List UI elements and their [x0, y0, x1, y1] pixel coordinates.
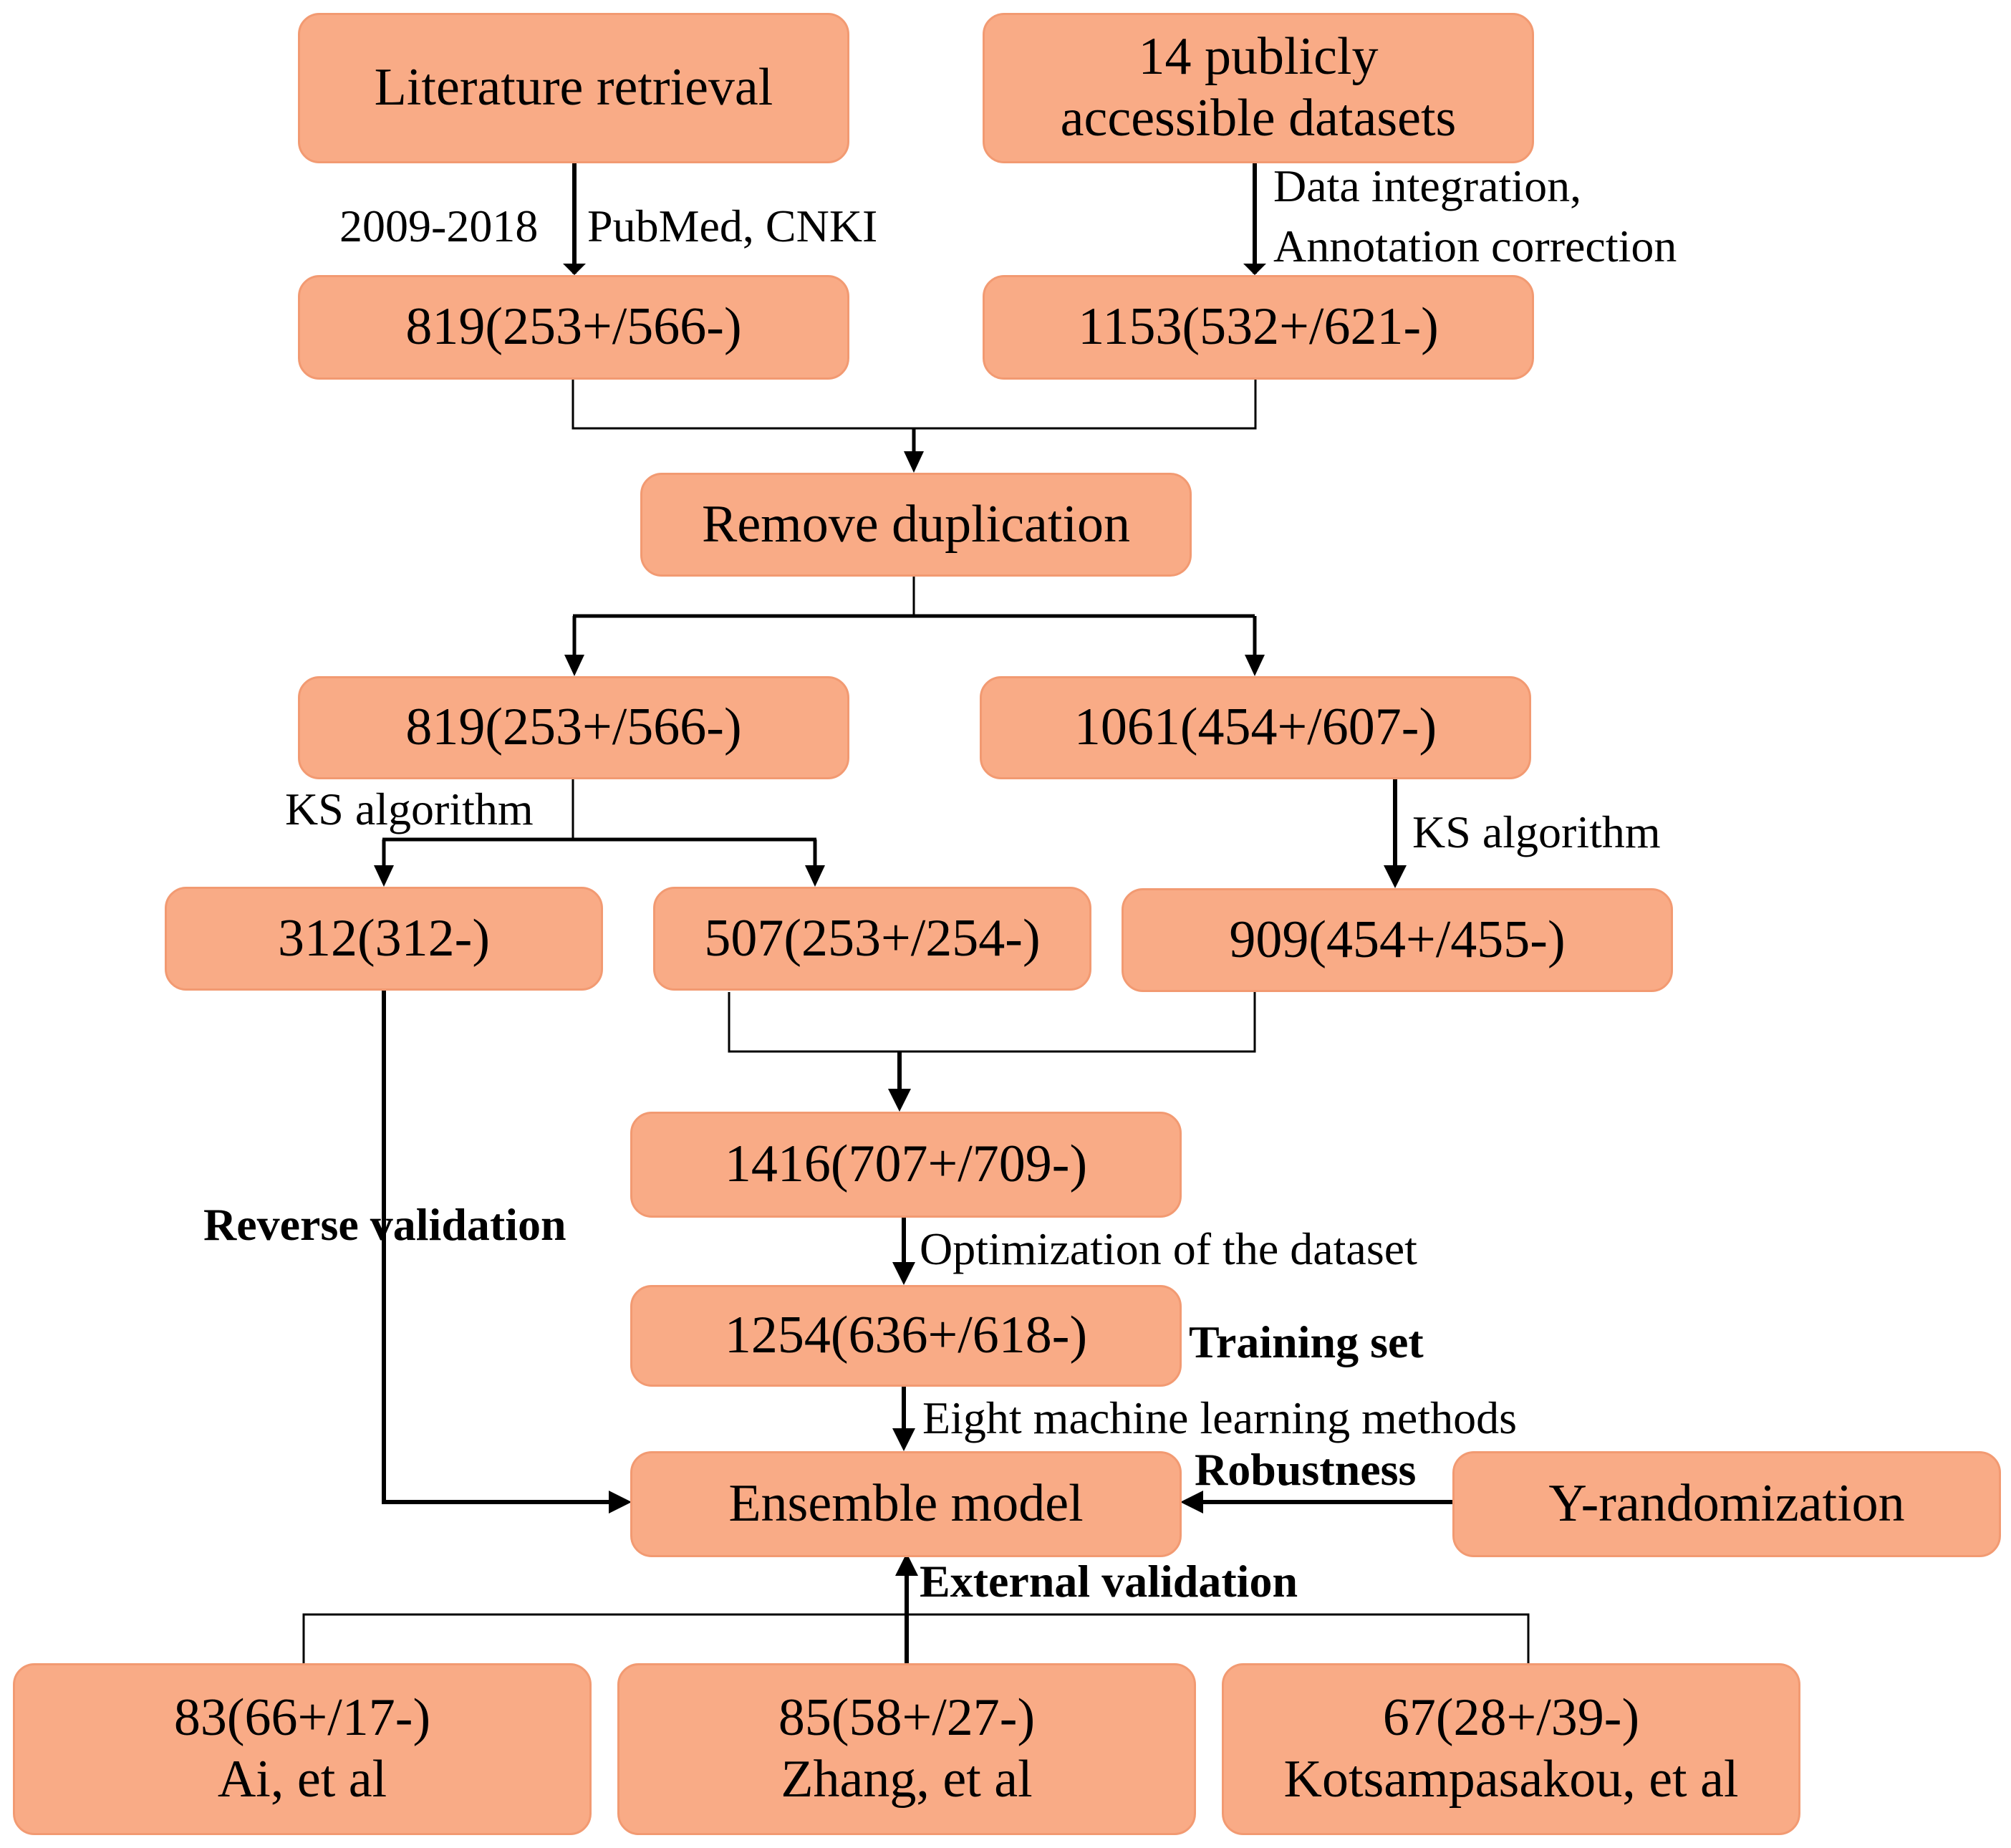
literature-count2-box: 819(253+/566-)	[298, 676, 849, 779]
datasets-count-label: 1153(532+/621-)	[1078, 297, 1439, 357]
merge-line-middle	[728, 992, 1256, 1053]
arrowhead	[374, 865, 394, 887]
ml-methods-label: Eight machine learning methods	[922, 1392, 1517, 1443]
arrowhead	[892, 1262, 915, 1285]
arrowhead	[1245, 655, 1265, 676]
literature-count-label: 819(253+/566-)	[405, 297, 742, 357]
literature-retrieval-label: Literature retrieval	[374, 58, 773, 117]
optimization-label: Optimization of the dataset	[920, 1223, 1417, 1274]
ensemble-model-box: Ensemble model	[630, 1451, 1182, 1557]
robustness-label: Robustness	[1195, 1444, 1417, 1495]
literature-retrieval-box: Literature retrieval	[298, 13, 849, 163]
integration-label-line2: Annotation correction	[1273, 221, 1677, 271]
ks-algorithm-left-label: KS algorithm	[285, 784, 534, 834]
datasets-count2-label: 1061(454+/607-)	[1074, 698, 1437, 757]
remove-duplication-box: Remove duplication	[640, 473, 1192, 577]
arrowhead	[888, 1089, 911, 1112]
merged-count-label: 1416(707+/709-)	[724, 1135, 1088, 1194]
external-set-ai-count: 83(66+/17-)	[173, 1688, 431, 1748]
external-set-zhang-count: 85(58+/27-)	[778, 1688, 1036, 1748]
remove-duplication-label: Remove duplication	[701, 494, 1131, 554]
arrowhead	[564, 655, 584, 676]
arrowhead	[609, 1491, 632, 1513]
external-bracket	[302, 1613, 1530, 1663]
merge-line-top	[572, 380, 1257, 430]
negative-only-label: 312(312-)	[278, 908, 490, 968]
arrowhead	[1243, 264, 1266, 275]
datasets-split-box: 909(454+/455-)	[1122, 888, 1673, 992]
public-datasets-box: 14 publicly accessible datasets	[983, 13, 1534, 163]
public-datasets-label-line2: accessible datasets	[1060, 89, 1457, 148]
y-randomization-box: Y-randomization	[1452, 1451, 2001, 1557]
external-set-zhang-name: Zhang, et al	[781, 1750, 1033, 1809]
merged-count-box: 1416(707+/709-)	[630, 1112, 1182, 1218]
negative-only-box: 312(312-)	[165, 887, 603, 991]
ensemble-model-label: Ensemble model	[728, 1474, 1084, 1534]
literature-split-box: 507(253+/254-)	[653, 887, 1091, 991]
literature-split-label: 507(253+/254-)	[704, 908, 1041, 968]
external-validation-label: External validation	[920, 1556, 1298, 1607]
datasets-count-box: 1153(532+/621-)	[983, 275, 1534, 380]
arrowhead	[1384, 865, 1407, 888]
arrowhead	[892, 1428, 915, 1451]
public-datasets-label-line1: 14 publicly	[1138, 27, 1379, 87]
arrowhead	[895, 1553, 918, 1576]
reverse-validation-line	[382, 991, 609, 1504]
arrowhead	[1180, 1491, 1203, 1513]
external-set-zhang-box: 85(58+/27-) Zhang, et al	[617, 1663, 1196, 1835]
integration-label-line1: Data integration,	[1273, 160, 1582, 211]
arrowhead	[563, 264, 586, 275]
years-label: 2009-2018	[339, 201, 539, 251]
literature-count-box: 819(253+/566-)	[298, 275, 849, 380]
databases-label: PubMed, CNKI	[587, 201, 878, 251]
training-set-label: Training set	[1189, 1317, 1424, 1367]
reverse-validation-label: Reverse validation	[203, 1199, 566, 1250]
datasets-split-label: 909(454+/455-)	[1229, 910, 1566, 969]
training-count-label: 1254(636+/618-)	[724, 1306, 1088, 1365]
external-set-kotsampasakou-name: Kotsampasakou, et al	[1283, 1750, 1739, 1809]
external-set-ai-name: Ai, et al	[217, 1750, 387, 1809]
external-set-kotsampasakou-count: 67(28+/39-)	[1382, 1688, 1640, 1748]
literature-count2-label: 819(253+/566-)	[405, 698, 742, 757]
arrowhead	[805, 865, 825, 887]
training-count-box: 1254(636+/618-)	[630, 1285, 1182, 1387]
y-randomization-label: Y-randomization	[1548, 1474, 1905, 1534]
ks-algorithm-right-label: KS algorithm	[1412, 807, 1661, 857]
external-set-ai-box: 83(66+/17-) Ai, et al	[13, 1663, 592, 1835]
external-set-kotsampasakou-box: 67(28+/39-) Kotsampasakou, et al	[1222, 1663, 1800, 1835]
datasets-count2-box: 1061(454+/607-)	[980, 676, 1531, 779]
arrowhead	[904, 451, 924, 473]
